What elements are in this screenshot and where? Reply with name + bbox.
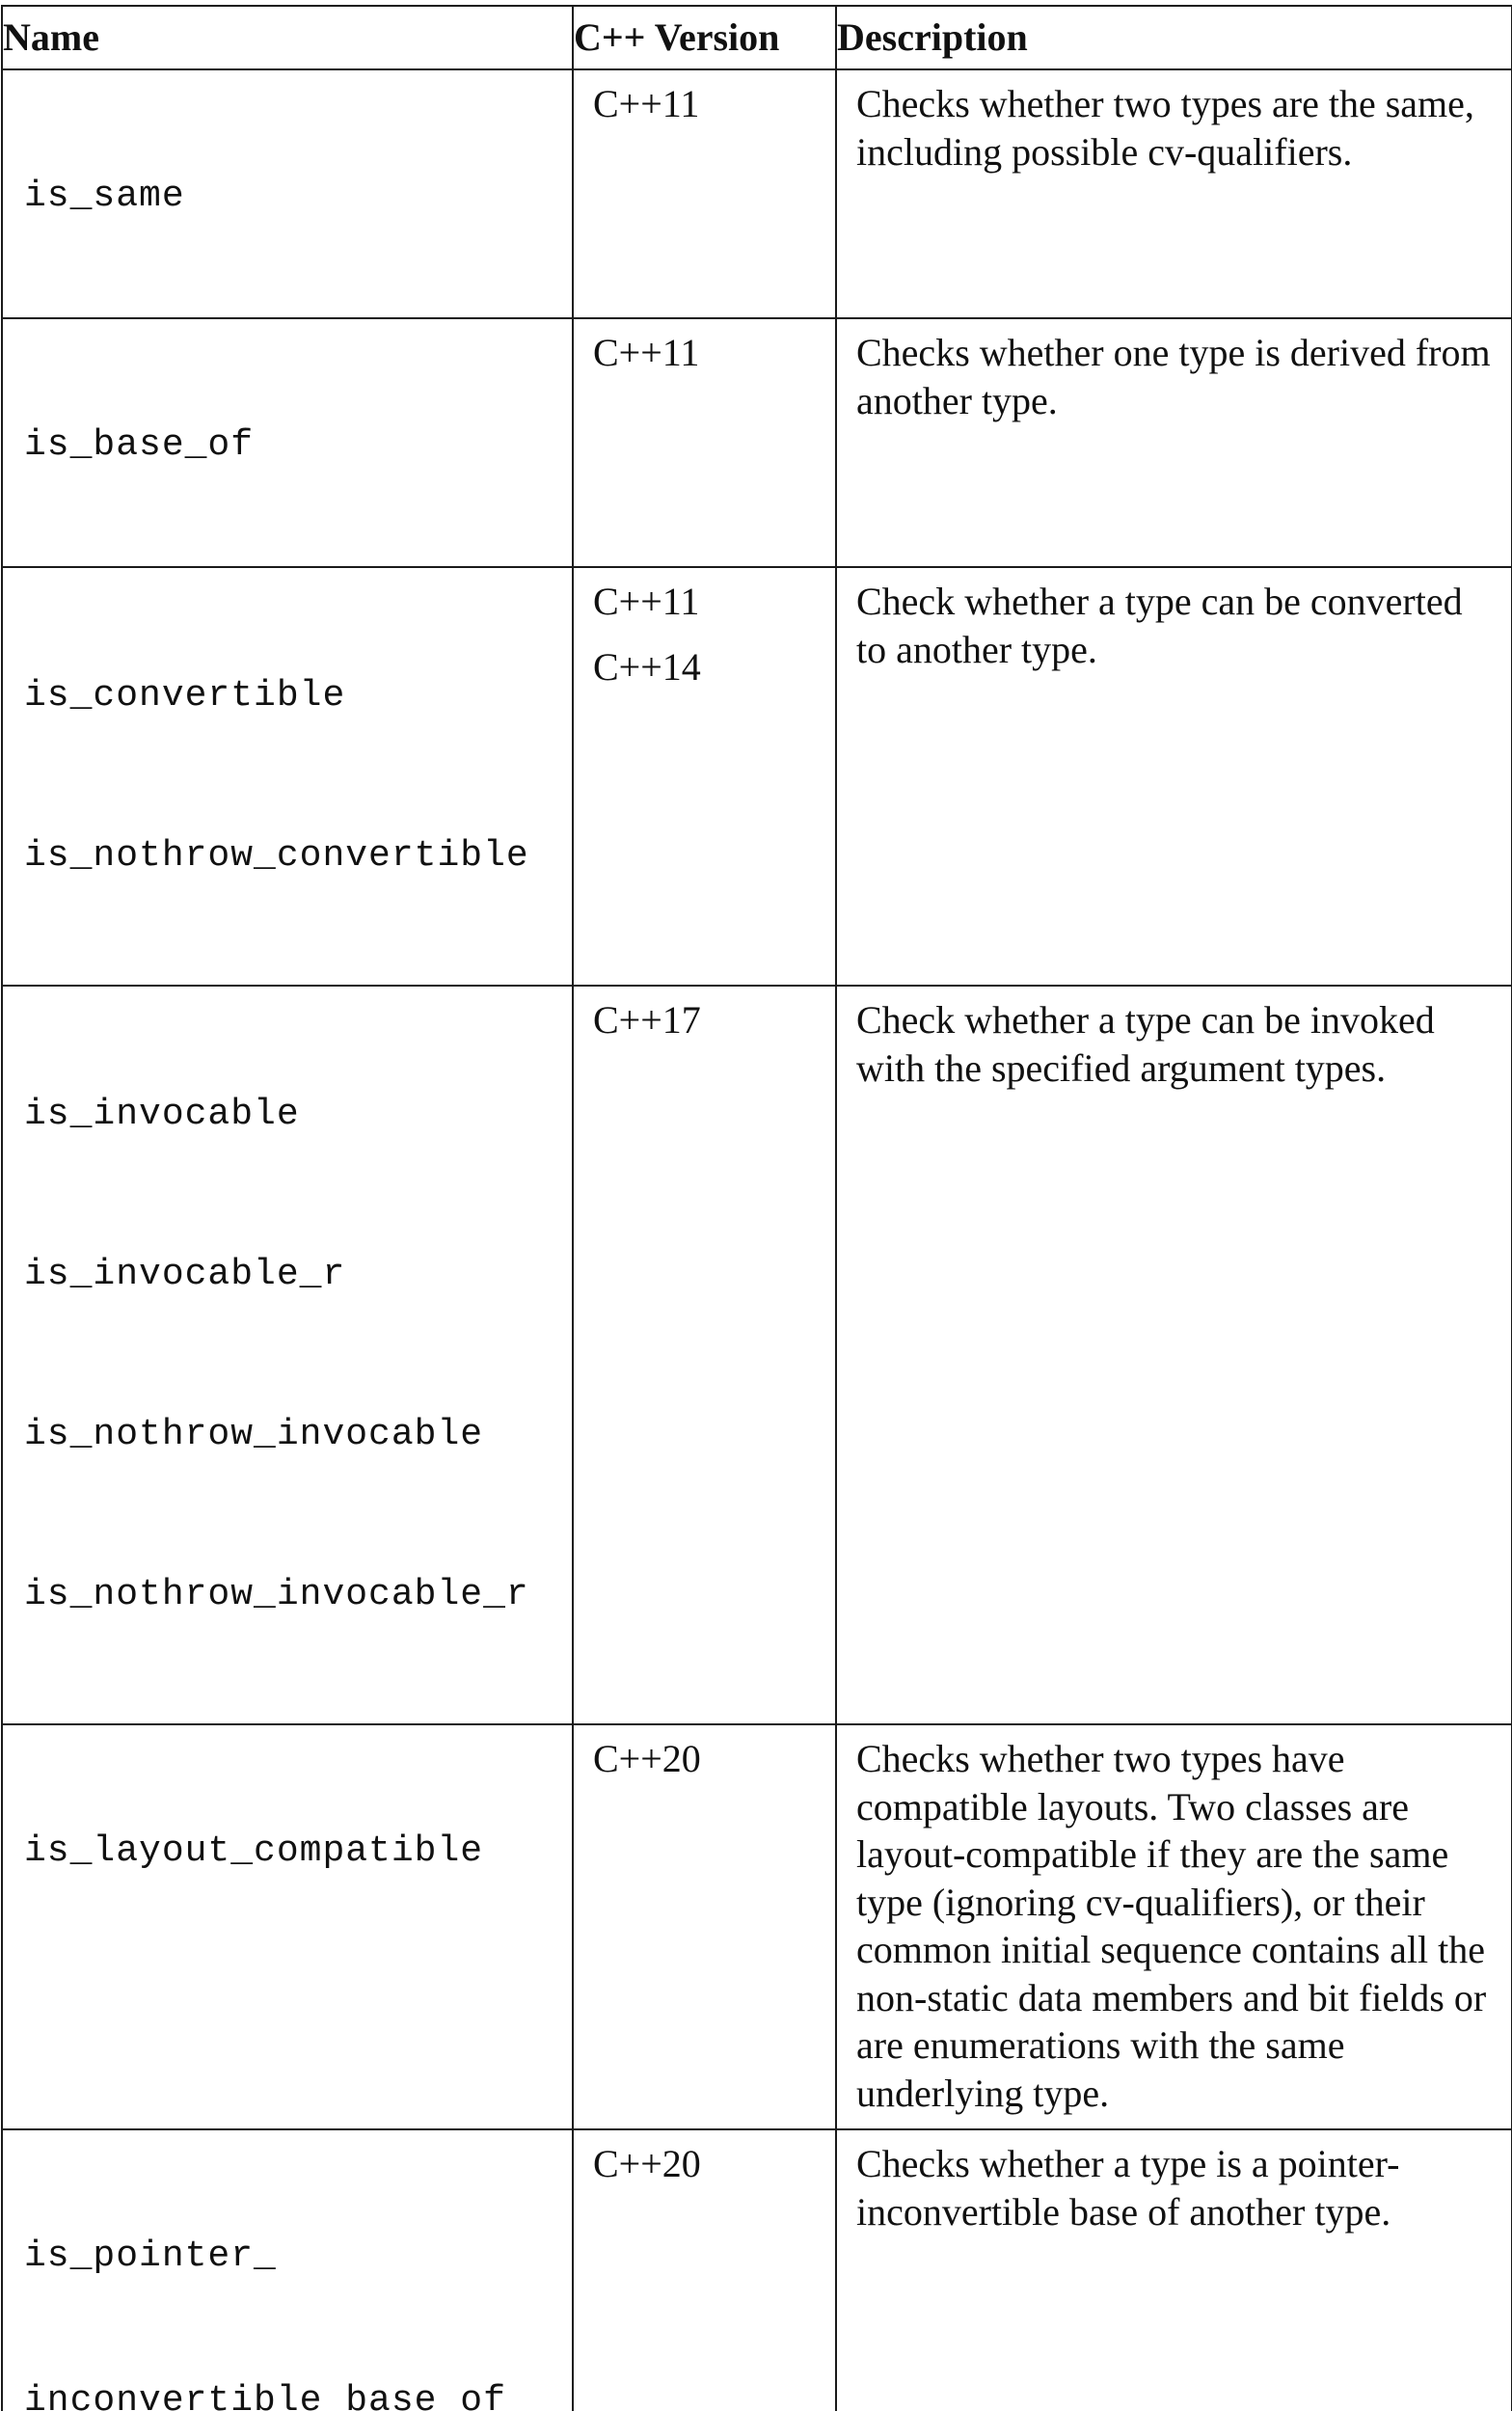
type-traits-table: Name C++ Version Description is_same C++… [1, 5, 1512, 2411]
version: C++17 [593, 998, 701, 1042]
table-row: is_same C++11 Checks whether two types a… [1, 68, 1512, 319]
description-cell: Check whether a type can be converted to… [835, 566, 1512, 987]
table-row: is_convertible is_nothrow_convertible C+… [1, 566, 1512, 987]
version-cell: C++11 [572, 317, 837, 568]
trait-name-cell: is_base_of [1, 317, 574, 568]
trait-name-cell: is_layout_compatible [1, 1723, 574, 2130]
version-cell: C++11 [572, 68, 837, 319]
description-cell: Checks whether a type is a pointer-incon… [835, 2128, 1512, 2411]
version: C++14 [593, 645, 701, 689]
trait-name: is_layout_compatible [24, 1830, 484, 1872]
trait-name: is_base_of [24, 424, 255, 466]
table-row: is_invocable is_invocable_r is_nothrow_i… [1, 985, 1512, 1725]
description-cell: Checks whether one type is derived from … [835, 317, 1512, 568]
trait-name-cell: is_invocable is_invocable_r is_nothrow_i… [1, 985, 574, 1725]
description-cell: Check whether a type can be invoked with… [835, 985, 1512, 1725]
header-version: C++ Version [572, 5, 837, 70]
trait-name: is_invocable_r [24, 1254, 346, 1295]
version: C++20 [593, 1737, 701, 1780]
trait-name: is_same [24, 176, 185, 217]
trait-name: is_pointer_ [24, 2235, 277, 2277]
table-row: is_base_of C++11 Checks whether one type… [1, 317, 1512, 568]
version: C++20 [593, 2142, 701, 2185]
header-description: Description [835, 5, 1512, 70]
trait-name-cell: is_same [1, 68, 574, 319]
trait-name: is_nothrow_convertible [24, 835, 529, 877]
trait-name: is_convertible [24, 675, 346, 717]
description-cell: Checks whether two types have compatible… [835, 1723, 1512, 2130]
table-header-row: Name C++ Version Description [1, 5, 1512, 70]
trait-name-cell: is_convertible is_nothrow_convertible [1, 566, 574, 987]
table-row: is_pointer_ inconvertible_base_of C++20 … [1, 2128, 1512, 2411]
trait-name: is_invocable [24, 1094, 300, 1135]
version: C++11 [593, 82, 700, 125]
version: C++11 [593, 331, 700, 374]
header-name: Name [1, 5, 574, 70]
trait-name: inconvertible_base_of [24, 2380, 506, 2411]
version: C++11 [593, 580, 700, 623]
table-row: is_layout_compatible C++20 Checks whethe… [1, 1723, 1512, 2130]
version-cell: C++20 [572, 1723, 837, 2130]
version-cell: C++11 C++14 [572, 566, 837, 987]
trait-name: is_nothrow_invocable [24, 1414, 484, 1455]
version-cell: C++20 [572, 2128, 837, 2411]
version-cell: C++17 [572, 985, 837, 1725]
trait-name-cell: is_pointer_ inconvertible_base_of [1, 2128, 574, 2411]
trait-name: is_nothrow_invocable_r [24, 1574, 529, 1615]
description-cell: Checks whether two types are the same, i… [835, 68, 1512, 319]
